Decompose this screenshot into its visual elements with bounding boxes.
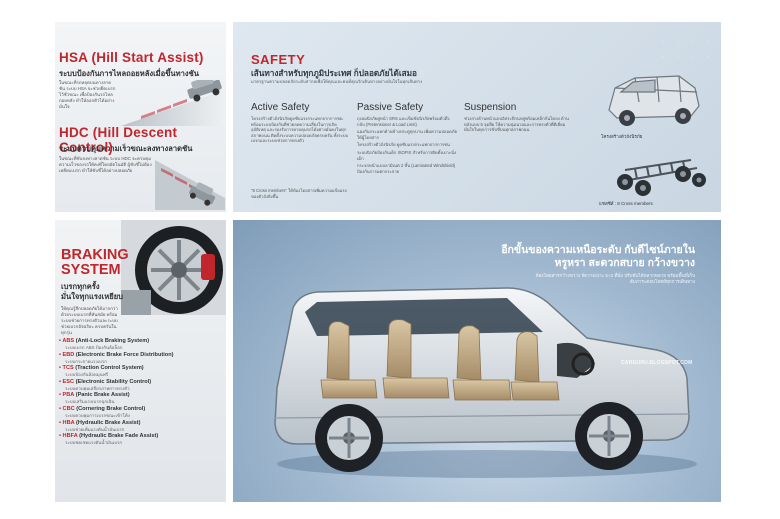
safety-intro: มาตรฐานความปลอดภัยระดับสากลเพื่อให้คุณแล… (251, 79, 423, 84)
braking-subtitle: เบรกทุกครั้ง มั่นใจทุกแรงเหยียบ (61, 282, 123, 301)
hsa-illustration (121, 80, 225, 126)
chassis-frame-image (617, 159, 706, 196)
brake-item-name: (Hydraulic Brake Fade Assist) (79, 433, 159, 440)
hsa-subtitle: ระบบป้องกันการไหลถอยหลังเมื่อขึ้นทางชัน (59, 69, 199, 78)
braking-intro: ให้คุณรู้สึกปลอดภัยได้มากกว่าด้วยระบบเบร… (61, 306, 118, 335)
brake-item-abbr: TCS (62, 365, 74, 372)
brake-item-hbfa: • HBFA (Hydraulic Brake Fade Assist) ระบ… (59, 433, 224, 445)
brake-item-abbr: ESC (62, 378, 75, 385)
braking-title-line1: BRAKING (61, 247, 129, 263)
passive-item: โครงสร้างตัวถังนิรภัย ดูดซับแรงกระแทกจาก… (357, 142, 450, 148)
brake-item-name: (Cornering Brake Control) (76, 405, 146, 412)
brake-item-thai: ระบบกระจายแรงเบรก (65, 358, 107, 364)
car-headline-line1: อีกขั้นของความเหนือระดับ กับดีไซน์ภายใน (501, 244, 695, 256)
brake-item-abbr: CBC (62, 405, 75, 412)
brake-item-name: (Panic Brake Assist) (75, 392, 130, 399)
passive-safety-title: Passive Safety (357, 102, 424, 113)
passive-item: ระบบนิรภัยป้องกันเด็ก ISOFIX สำหรับการติ… (357, 149, 457, 161)
center-plus-mark (225, 209, 239, 223)
suspension-body: ช่วงล่างด้านหน้าแบบอิสระปีกนกคู่พร้อมเหล… (464, 116, 569, 133)
chassis-frame-label: แชสซีส์ : 8 Cross members (599, 201, 653, 206)
body-structure-image (608, 75, 700, 126)
hsa-hdc-panel: HSA (Hill Start Assist) ระบบป้องกันการไห… (55, 22, 226, 212)
hdc-illustration (155, 160, 225, 210)
safety-title: SAFETY (251, 52, 306, 67)
passive-item: แผงกันกระแทกด้านข้างประตูทุกบาน เพิ่มควา… (357, 129, 457, 140)
brake-item-abs: • ABS (Anti-Lock Braking System) ระบบเบร… (59, 338, 224, 350)
brake-item-ebd: • EBD (Electronic Brake Force Distributi… (59, 352, 224, 364)
brake-item-thai: ระบบควบคุมเสถียรภาพการทรงตัว (65, 385, 130, 391)
brake-item-thai: ระบบควบคุมการเบรกขณะเข้าโค้ง (65, 412, 130, 418)
brake-item-thai: ระบบป้องกันล้อหมุนฟรี (65, 372, 109, 378)
suv-cutaway-image (274, 287, 697, 478)
brake-item-name: (Anti-Lock Braking System) (75, 338, 150, 344)
braking-subtitle-line2: มั่นใจทุกแรงเหยียบ (61, 291, 123, 301)
hdc-title: HDC (Hill Descent Control) (59, 125, 178, 155)
hdc-body: ในขณะที่ขับลงทางลาดชัน ระบบ HDC จะควบคุม… (59, 156, 152, 173)
hsa-body: ในขณะที่รถหยุดบนทางลาดชัน ระบบ HSA จะช่ว… (59, 80, 116, 109)
suspension-title: Suspension (464, 102, 517, 113)
brake-item-abbr: HBFA (62, 433, 78, 440)
brake-system-list: • ABS (Anti-Lock Braking System) ระบบเบร… (59, 338, 224, 447)
brake-item-thai: ระบบเสริมแรงเบรกฉุกเฉิน (65, 399, 115, 405)
brake-item-abbr: PBA (62, 392, 75, 399)
braking-subtitle-line1: เบรกทุกครั้ง (61, 282, 100, 291)
brake-item-thai: ระบบชดเชยแรงดันน้ำมันเบรก (65, 440, 123, 446)
brake-item-hba: • HBA (Hydraulic Brake Assist) ระบบช่วยเ… (59, 420, 224, 432)
passive-safety-list: ถุงลมนิรภัยคู่หน้า SRS และเข็มขัดนิรภัยพ… (357, 116, 457, 174)
car-headline-line2: หรูหรา สะดวกสบาย กว้างขวาง (554, 257, 695, 269)
brake-wheel-image (121, 220, 226, 315)
brake-item-cbc: • CBC (Cornering Brake Control) ระบบควบค… (59, 406, 224, 418)
active-safety-footnote: "8 Cross members" ใต้ห้องโดยสารเพิ่มความ… (251, 188, 347, 199)
brake-item-abbr: EBD (62, 351, 75, 358)
body-structure-label: โครงสร้างตัวถังนิรภัย (601, 134, 643, 139)
watermark: CARGURU.BLOGSPOT.COM (621, 360, 693, 366)
brake-item-thai: ระบบเบรก ABS ป้องกันล้อล็อก (65, 345, 123, 350)
active-safety-title: Active Safety (251, 102, 310, 113)
braking-title-line2: SYSTEM (61, 262, 121, 278)
car-body-text: ห้องโดยสารกว้างขวาง จัดวางเบาะ 5+2 ที่นั… (535, 273, 695, 285)
brake-item-pba: • PBA (Panic Brake Assist) ระบบเสริมแรงเ… (59, 392, 224, 404)
safety-subtitle: เส้นทางสำหรับทุกภูมิประเทศ ก็ปลอดภัยได้เ… (251, 69, 417, 78)
brake-item-name: (Hydraulic Brake Assist) (76, 419, 141, 426)
brake-item-abbr: HBA (62, 419, 75, 426)
passive-item: ถุงลมนิรภัยคู่หน้า SRS และเข็มขัดนิรภัยพ… (357, 116, 450, 127)
car-headline: อีกขั้นของความเหนือระดับ กับดีไซน์ภายใน … (501, 244, 695, 270)
active-safety-body: โครงสร้างตัวถังนิรภัยดูดซับแรงกระแทกจากก… (251, 116, 349, 144)
hdc-subtitle: ระบบควบคุมความเร็วขณะลงทางลาดชัน (59, 144, 193, 153)
brake-item-name: (Electronic Brake Force Distribution) (75, 351, 174, 358)
brake-item-name: (Electronic Stability Control) (75, 378, 152, 385)
brake-item-abbr: ABS (62, 338, 75, 344)
passive-item: กระจกหน้าแบบลามิเนต 2 ชั้น (Laminated Wi… (357, 163, 456, 174)
braking-title: BRAKING SYSTEM (61, 248, 129, 278)
hsa-title: HSA (Hill Start Assist) (59, 50, 204, 65)
safety-background-dots (662, 41, 709, 58)
brake-item-tcs: • TCS (Traction Control System) ระบบป้อง… (59, 365, 224, 377)
safety-panel: SAFETY เส้นทางสำหรับทุกภูมิประเทศ ก็ปลอด… (233, 22, 721, 212)
brake-item-name: (Traction Control System) (75, 365, 144, 372)
car-interior-panel: อีกขั้นของความเหนือระดับ กับดีไซน์ภายใน … (233, 220, 721, 502)
brake-item-thai: ระบบช่วยเพิ่มแรงดันน้ำมันเบรก (65, 426, 125, 432)
braking-panel: BRAKING SYSTEM เบรกทุกครั้ง มั่นใจทุกแรง… (55, 220, 226, 502)
brake-item-esc: • ESC (Electronic Stability Control) ระบ… (59, 379, 224, 391)
